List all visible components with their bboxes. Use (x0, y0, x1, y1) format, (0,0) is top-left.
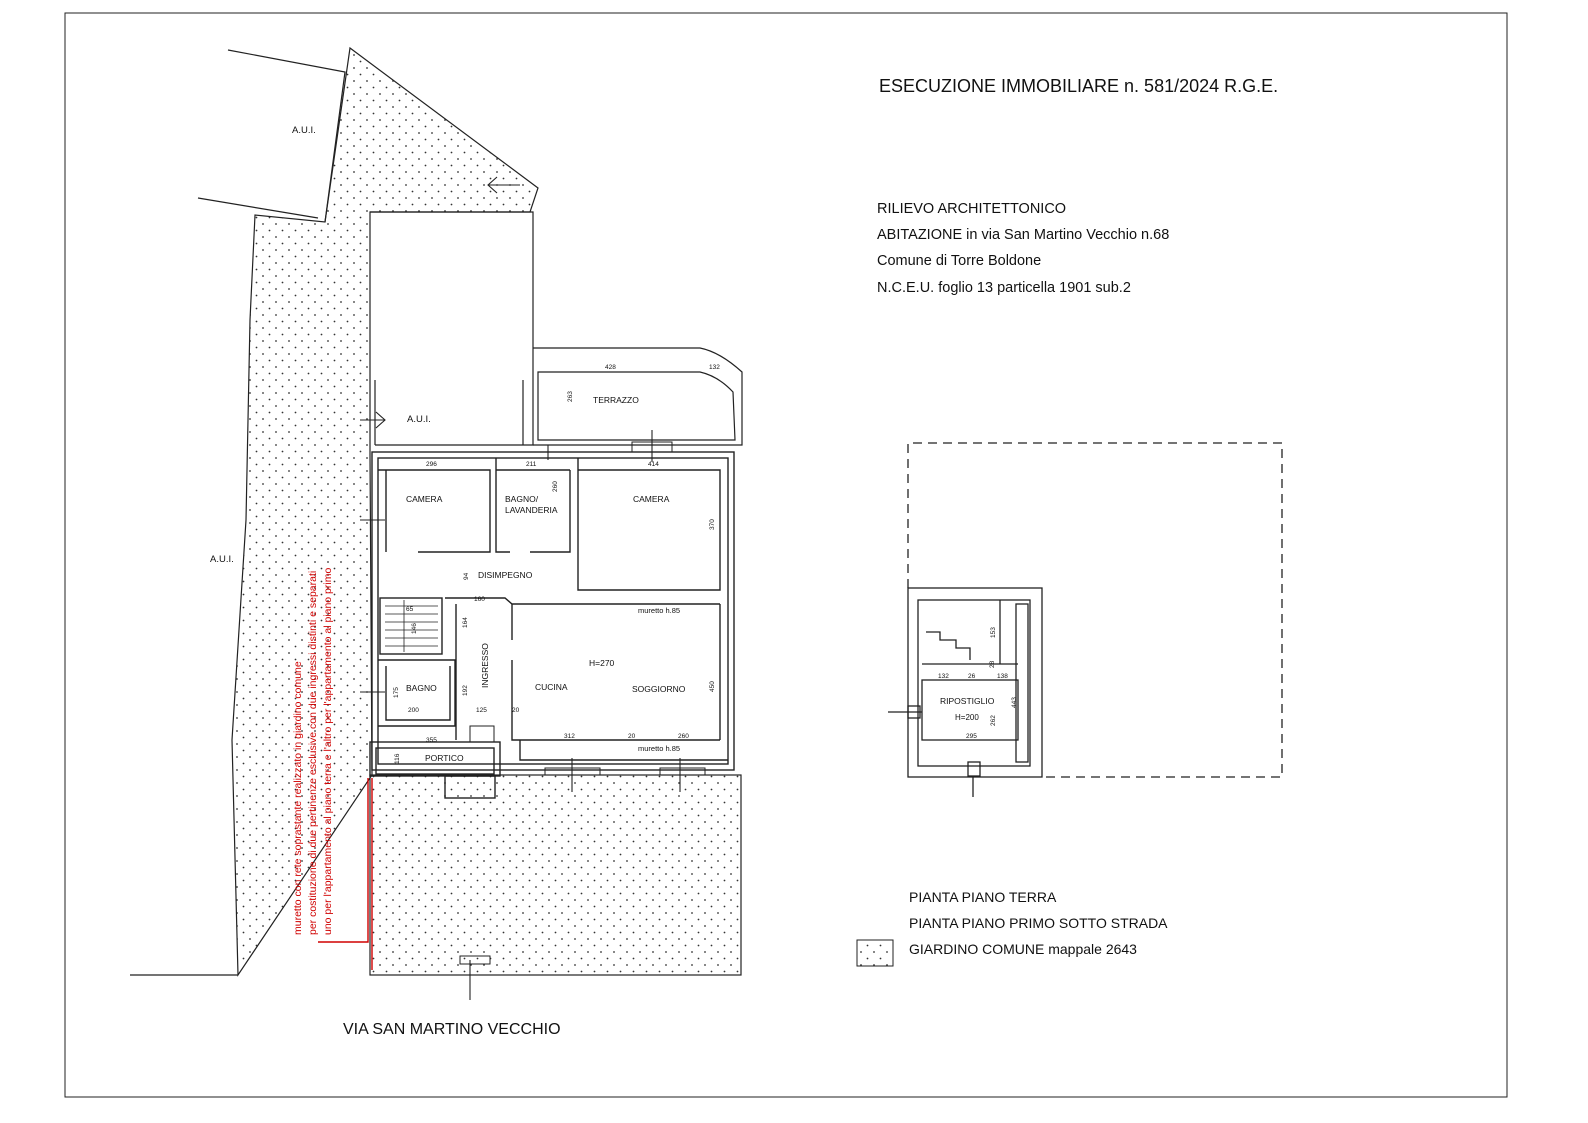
red-partition-wall (318, 778, 373, 970)
dim-211: 211 (526, 461, 537, 468)
label-muretto-1: muretto h.85 (638, 606, 680, 615)
label-soggiorno: SOGGIORNO (632, 684, 686, 694)
dim-312: 312 (564, 733, 575, 740)
stairs (385, 600, 438, 652)
entrance-arrows (360, 176, 681, 1000)
dim-132: 132 (709, 364, 720, 371)
dim-200: 200 (408, 707, 419, 714)
info-line-1: RILIEVO ARCHITETTONICO (877, 201, 1066, 217)
dim-65: 65 (406, 606, 414, 613)
sheet-frame (64, 12, 1508, 1098)
drawing-title: ESECUZIONE IMMOBILIARE n. 581/2024 R.G.E… (879, 76, 1278, 96)
common-garden-area (231, 46, 742, 977)
label-bagno-lavanderia-1: BAGNO/ (505, 494, 539, 504)
label-disimpegno: DISIMPEGNO (478, 570, 533, 580)
dim-192: 192 (462, 685, 469, 696)
dim-125: 125 (476, 707, 487, 714)
dim-260a: 260 (552, 481, 559, 492)
dim-175: 175 (393, 687, 400, 698)
partition-note-line-1: muretto con rete soprastante realizzato … (292, 661, 304, 935)
label-cucina: CUCINA (535, 682, 568, 692)
label-height: H=270 (589, 658, 615, 668)
dim-414: 414 (648, 461, 659, 468)
dim-r138: 138 (997, 673, 1008, 680)
dim-20b: 20 (628, 733, 636, 740)
info-line-3: Comune di Torre Boldone (877, 253, 1041, 269)
first-floor-plan (888, 442, 1283, 797)
label-terrazzo: TERRAZZO (593, 395, 639, 405)
label-ingresso: INGRESSO (480, 643, 490, 688)
dim-263: 263 (567, 391, 574, 402)
dim-r28: 28 (989, 660, 996, 668)
label-camera-2: CAMERA (633, 494, 670, 504)
label-aui-top: A.U.I. (292, 125, 316, 136)
legend-garden: GIARDINO COMUNE mappale 2643 (909, 941, 1137, 957)
legend-first-floor: PIANTA PIANO PRIMO SOTTO STRADA (909, 915, 1168, 931)
legend-ground-floor: PIANTA PIANO TERRA (909, 889, 1057, 905)
dim-450: 450 (709, 681, 716, 692)
dim-160: 160 (474, 596, 485, 603)
label-bagno: BAGNO (406, 683, 437, 693)
dim-r26: 26 (968, 673, 976, 680)
dim-164: 164 (462, 617, 469, 628)
label-portico: PORTICO (425, 753, 464, 763)
dim-94: 94 (463, 572, 470, 580)
legend-garden-swatch (856, 939, 894, 967)
dim-260b: 260 (678, 733, 689, 740)
dim-r262: 262 (990, 715, 997, 726)
terrace (533, 347, 743, 446)
label-muretto-2: muretto h.85 (638, 744, 680, 753)
partition-note-line-3: uno per l'appartamento al piano terra e … (322, 568, 334, 935)
info-line-2: ABITAZIONE in via San Martino Vecchio n.… (877, 227, 1169, 243)
dim-116: 116 (394, 753, 401, 764)
dim-20a: 20 (512, 707, 520, 714)
dim-146: 146 (411, 623, 418, 634)
dim-r132: 132 (938, 673, 949, 680)
info-line-4: N.C.E.U. foglio 13 particella 1901 sub.2 (877, 280, 1131, 296)
dim-r153: 153 (990, 627, 997, 638)
label-ripostiglio: RIPOSTIGLIO (940, 696, 995, 706)
dim-355: 355 (426, 737, 437, 744)
label-camera-1: CAMERA (406, 494, 443, 504)
label-aui-mid: A.U.I. (407, 414, 431, 425)
partition-note-line-2: per costituzione di due pertinenze esclu… (307, 571, 319, 935)
dim-296: 296 (426, 461, 437, 468)
dim-r443: 443 (1011, 697, 1018, 708)
apartment-walls (369, 451, 735, 799)
label-aui-left: A.U.I. (210, 554, 234, 565)
dim-428: 428 (605, 364, 616, 371)
street-name: VIA SAN MARTINO VECCHIO (343, 1021, 561, 1038)
label-height-2: H=200 (955, 713, 979, 722)
label-bagno-lavanderia-2: LAVANDERIA (505, 505, 558, 515)
dim-r295: 295 (966, 733, 977, 740)
dim-370: 370 (709, 519, 716, 530)
